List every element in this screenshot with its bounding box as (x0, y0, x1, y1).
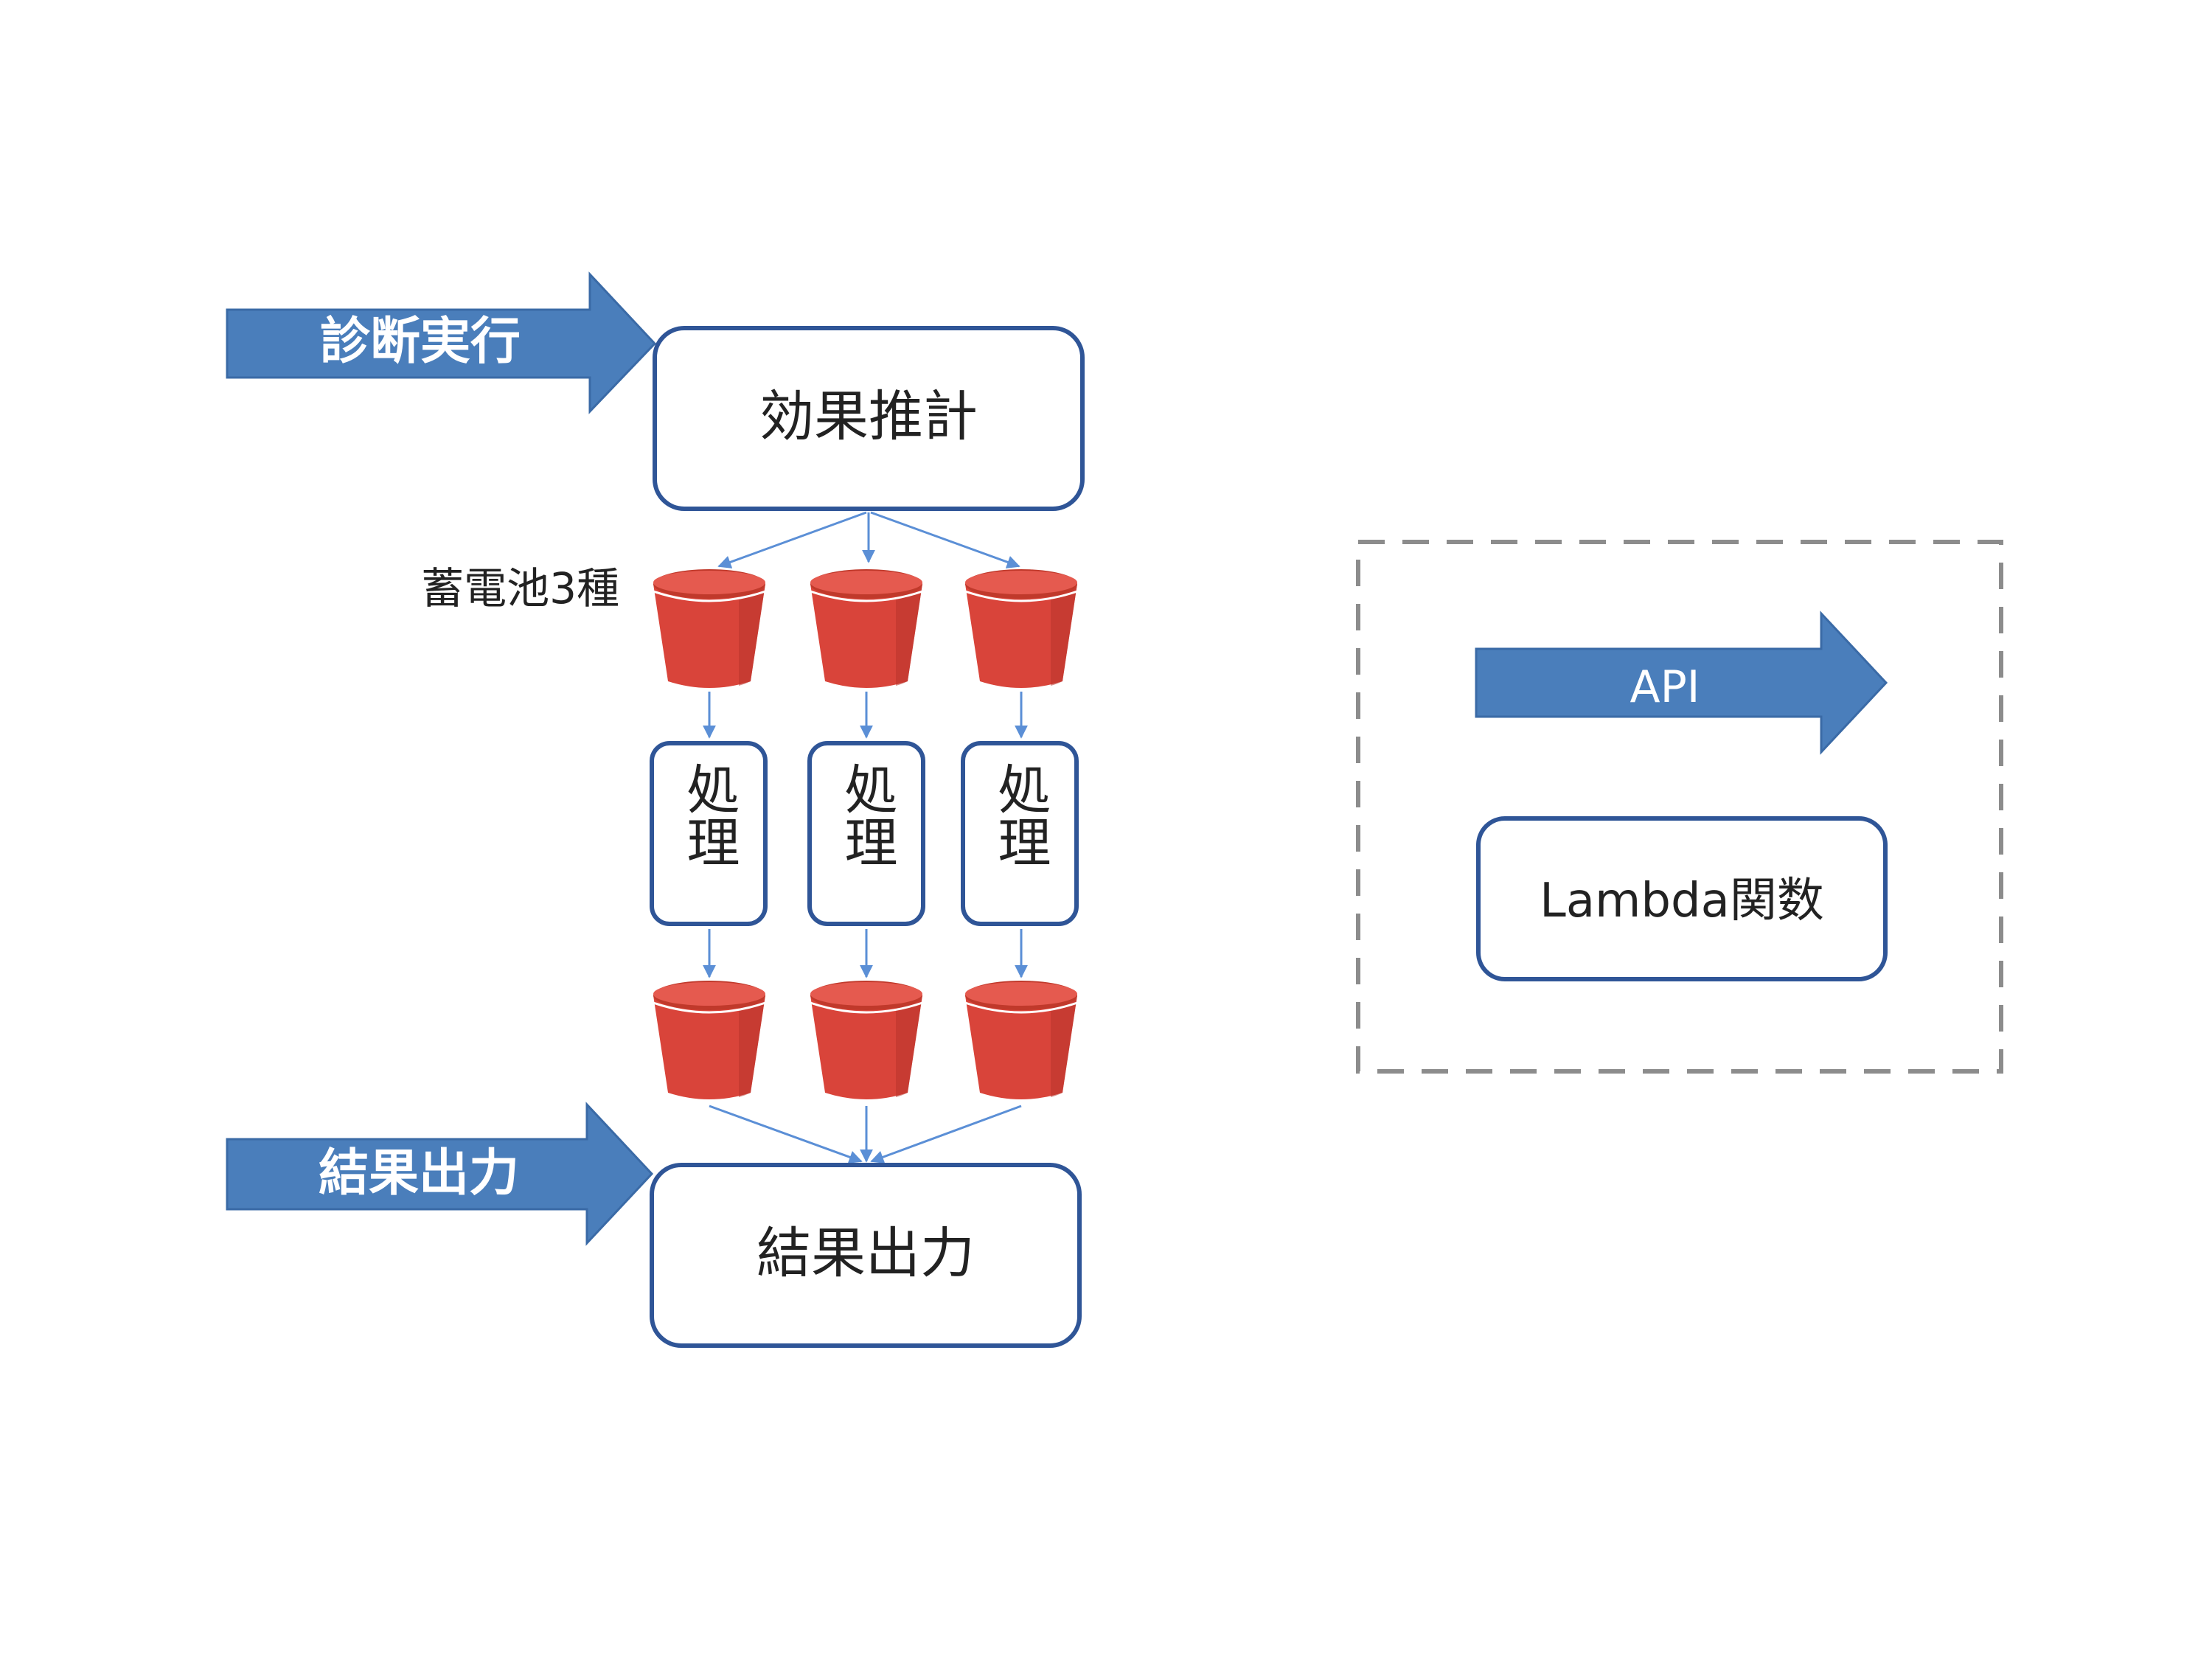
process-box-1: 処理 (650, 741, 768, 926)
s3-bucket-icon (809, 568, 924, 689)
top-buckets (652, 568, 1079, 689)
result-output-label: 結果出力 (757, 1222, 975, 1285)
fan-in-connectors (709, 1105, 1022, 1164)
right-arrow-icon (1475, 611, 1888, 755)
legend-api-label: API (1630, 661, 1700, 713)
s3-bucket-icon (809, 979, 924, 1101)
process-box-label: 処理 (835, 762, 897, 868)
legend: API Lambda関数 (1356, 540, 2003, 1074)
bucket-to-process-connectors (703, 692, 1028, 739)
effect-estimation-box: 効果推計 (653, 326, 1085, 511)
process-box-label: 処理 (678, 762, 740, 868)
process-to-bucket-connectors (703, 929, 1028, 978)
diagnose-arrow: 診断実行 (226, 271, 657, 414)
process-box-2: 処理 (807, 741, 925, 926)
legend-api-arrow: API (1475, 611, 1888, 755)
process-box-label: 処理 (989, 762, 1051, 868)
legend-border (1356, 540, 2003, 1074)
effect-estimation-label: 効果推計 (759, 385, 978, 448)
process-box-3: 処理 (961, 741, 1079, 926)
diagnose-arrow-label: 診断実行 (320, 313, 521, 371)
battery-types-label: 蓄電池3種 (421, 563, 619, 613)
output-arrow: 結果出力 (226, 1102, 654, 1246)
s3-bucket-icon (652, 568, 767, 689)
s3-bucket-icon (964, 979, 1079, 1101)
result-output-box: 結果出力 (650, 1163, 1082, 1348)
output-arrow-label: 結果出力 (319, 1144, 519, 1203)
fan-out-connectors (717, 511, 1020, 568)
legend-lambda-box: Lambda関数 (1476, 816, 1888, 981)
s3-bucket-icon (964, 568, 1079, 689)
right-arrow-icon (226, 1102, 654, 1246)
right-arrow-icon (226, 271, 657, 414)
legend-lambda-label: Lambda関数 (1540, 874, 1824, 928)
s3-bucket-icon (652, 979, 767, 1101)
bottom-buckets (652, 979, 1079, 1101)
